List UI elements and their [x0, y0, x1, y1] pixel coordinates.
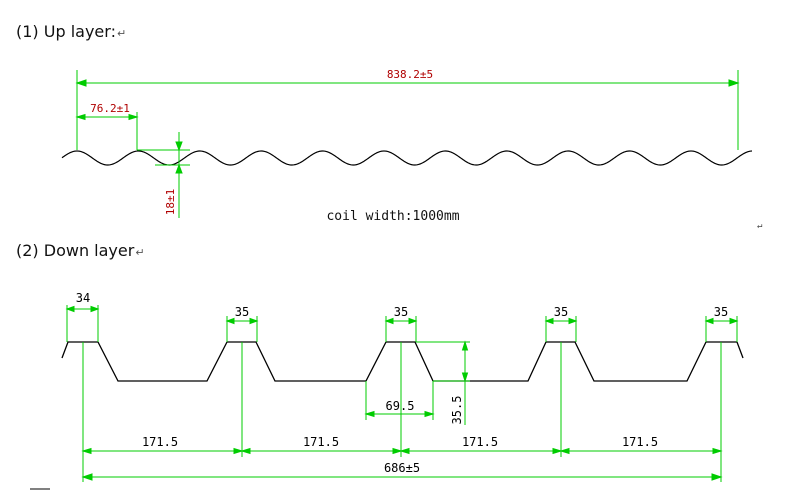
top-width-dimension	[544, 316, 578, 342]
arrowhead	[175, 163, 183, 174]
span-label: 171.5	[303, 435, 339, 449]
up-layer-heading: (1) Up layer:↵	[16, 22, 126, 41]
up-note-return-mark: ↵	[757, 221, 762, 231]
up-total-dimension-label: 838.2±5	[387, 68, 433, 81]
top-width-label: 35	[235, 305, 249, 319]
up-layer-drawing: 838.2±5 76.2±1 18±1 coil width:1000mm ↵	[61, 68, 762, 231]
up-layer-return-mark: ↵	[116, 27, 127, 40]
up-pitch-dimension	[75, 112, 139, 150]
down-total-dimension	[81, 473, 723, 481]
top-width-dimensions	[65, 305, 739, 342]
span-dimensions	[81, 447, 723, 455]
down-layer-return-mark: ↵	[135, 246, 145, 259]
arrowhead	[128, 113, 139, 121]
span-label: 171.5	[622, 435, 658, 449]
top-width-dimension	[65, 305, 100, 342]
down-total-label: 686±5	[384, 461, 420, 475]
up-layer-heading-text: (1) Up layer:	[16, 22, 116, 41]
bottom-width-label: 69.5	[386, 399, 415, 413]
up-height-dimension	[137, 132, 190, 218]
corrugated-wave-profile	[61, 150, 753, 166]
up-pitch-dimension-label: 76.2±1	[90, 102, 130, 115]
top-width-dimension	[384, 316, 418, 342]
rib-height-dimension	[416, 340, 470, 425]
arrowhead	[728, 79, 740, 87]
top-width-label: 35	[394, 305, 408, 319]
span-label: 171.5	[142, 435, 178, 449]
rib-height-label: 35.5	[450, 396, 464, 425]
span-extension-lines	[82, 342, 722, 482]
down-layer-drawing: 34 35 35 35 35 69.5 35.5	[30, 291, 744, 490]
span-label: 171.5	[462, 435, 498, 449]
up-height-dimension-label: 18±1	[164, 189, 177, 216]
down-layer-heading: (2) Down layer↵	[16, 241, 145, 260]
arrowhead	[75, 113, 86, 121]
top-width-dimension	[704, 316, 739, 342]
top-width-dimension	[225, 316, 259, 342]
down-layer-heading-text: (2) Down layer	[16, 241, 135, 260]
bottom-width-dimension	[364, 381, 435, 420]
arrowhead	[75, 79, 87, 87]
coil-width-note: coil width:1000mm	[326, 209, 459, 224]
top-width-label: 35	[554, 305, 568, 319]
top-width-label: 34	[76, 291, 90, 305]
trapezoid-profile	[61, 341, 744, 382]
top-width-label: 35	[714, 305, 728, 319]
arrowhead	[175, 141, 183, 152]
up-total-dimension	[75, 70, 740, 150]
